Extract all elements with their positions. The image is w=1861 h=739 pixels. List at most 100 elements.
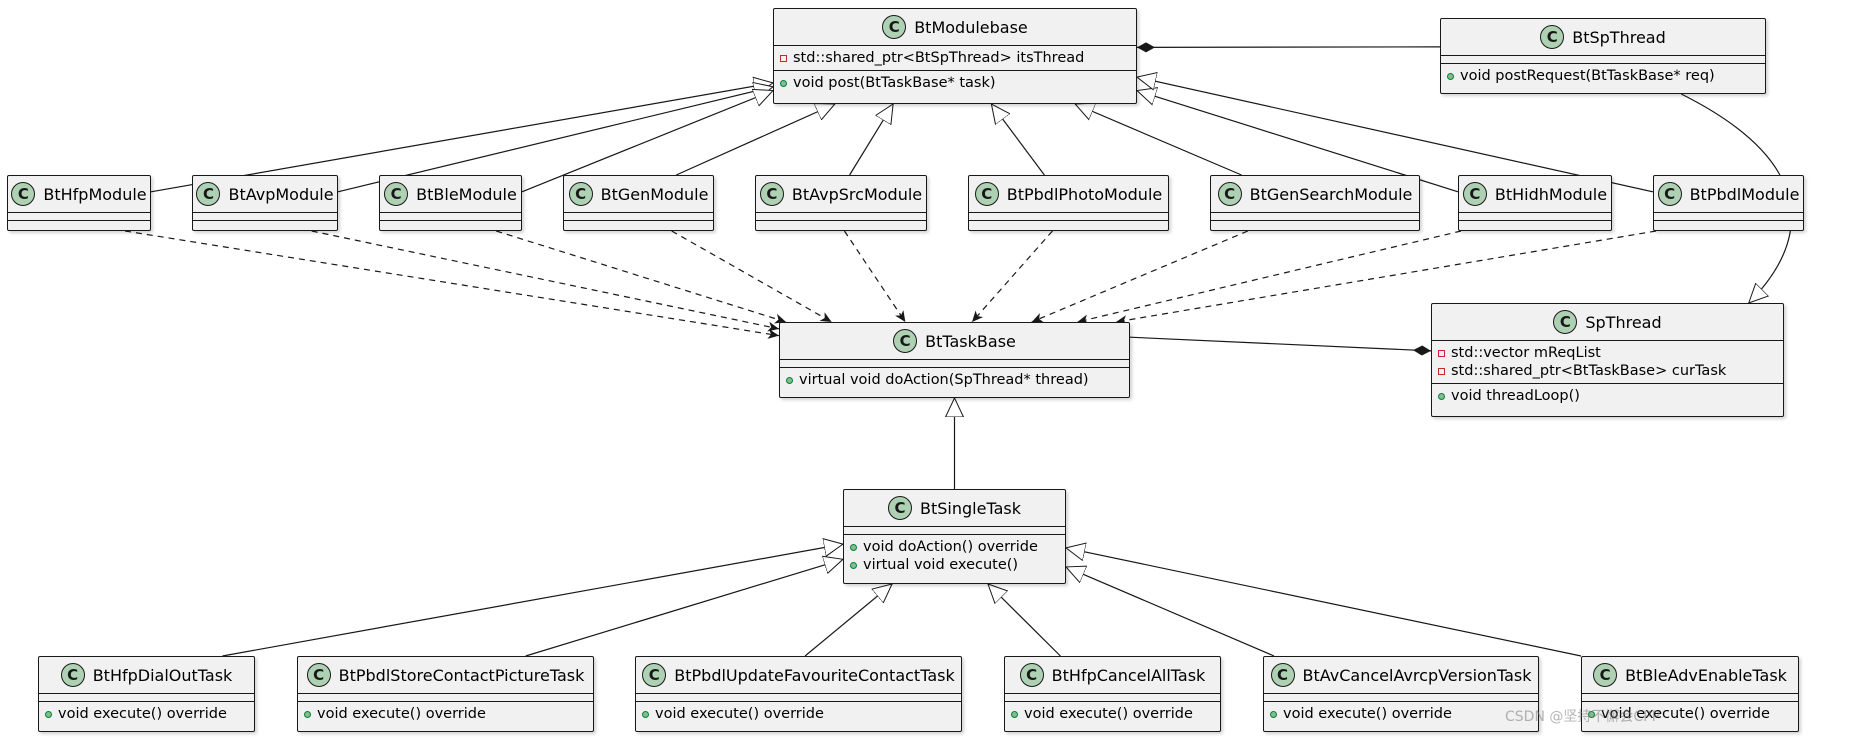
relation-extends-gen-modulebase [676,104,835,176]
public-visibility-icon [1588,710,1595,718]
attribute-section [39,693,254,701]
class-name: BtSpThread [1572,27,1666,47]
public-visibility-icon [850,543,857,551]
class-badge-icon: C [759,182,784,206]
class-badge-icon: C [882,15,907,39]
attribute-section [969,212,1168,220]
relation-uses-avp-taskbase [311,230,780,332]
private-visibility-icon [780,54,787,62]
relation-extends-bleadv-singletask [1066,548,1582,657]
public-visibility-icon [45,710,52,718]
method-row: void doAction() override [850,538,1059,556]
method-section [1211,220,1419,228]
method-row: void execute() override [1270,705,1532,723]
public-visibility-icon [304,710,311,718]
relation-uses-ble-taskbase [496,230,787,324]
class-badge-icon: C [11,182,36,206]
attribute-section: std::vector mReqList std::shared_ptr<BtT… [1432,340,1783,383]
attribute-section [298,693,593,701]
method-section: void execute() override [636,701,961,726]
attribute-row: std::shared_ptr<BtSpThread> itsThread [780,49,1130,67]
class-badge-icon: C [642,663,667,687]
class-name: BtPbdlUpdateFavouriteContactTask [674,665,955,685]
relation-extends-pbdlupdate-singletask [804,584,892,657]
public-visibility-icon [850,561,857,569]
relation-extends-hfp-modulebase [150,83,773,193]
class-badge-icon: C [568,182,593,206]
class-btmodulebase: C BtModulebase std::shared_ptr<BtSpThread… [773,8,1137,104]
public-visibility-icon [1438,392,1445,400]
relation-extends-hfpcancel-singletask [988,584,1061,657]
public-visibility-icon [1011,710,1018,718]
method-row: void execute() override [1588,705,1792,723]
relation-extends-hfpdial-singletask [222,544,843,657]
method-section [380,220,521,228]
class-badge-icon: C [1553,310,1578,334]
public-visibility-icon [1447,72,1454,80]
attribute-section: std::shared_ptr<BtSpThread> itsThread [774,45,1136,70]
class-badge-icon: C [60,663,85,687]
relation-uses-pbdl-taskbase [1115,230,1657,326]
method-section [1459,220,1611,228]
class-name: BtPbdlPhotoModule [1006,184,1163,204]
method-section: void execute() override [1005,701,1220,726]
method-section: void execute() override [1582,701,1798,726]
watermark: CSDN @坚持不懈会CPP [1505,709,1661,725]
relation-uses-hfp-taskbase [124,230,780,339]
class-name: BtAvpSrcModule [791,184,923,204]
attribute-section [1264,693,1538,701]
relation-uses-gen-taskbase [671,230,832,323]
class-spthread: C SpThread std::vector mReqList std::shar… [1431,303,1784,417]
method-section [1654,220,1803,228]
attribute-section [564,212,713,220]
method-section: void doAction() override virtual void ex… [844,534,1065,577]
method-row: void postRequest(BtTaskBase* req) [1447,67,1759,85]
public-visibility-icon [786,376,793,384]
attribute-section [1005,693,1220,701]
class-btpbdlphotomodule: C BtPbdlPhotoModule [968,175,1169,231]
relation-composition-taskbase-spthread [1129,336,1432,356]
class-badge-icon: C [1657,182,1682,206]
relation-extends-avpsrc-modulebase [849,104,894,176]
class-name: BtBleModule [416,184,517,204]
method-row: void execute() override [1011,705,1214,723]
class-badge-icon: C [1593,663,1618,687]
relation-extends-avp-modulebase [337,87,773,193]
class-name: BtAvCancelAvrcpVersionTask [1302,665,1532,685]
attribute-row: std::vector mReqList [1438,344,1777,362]
public-visibility-icon [1270,710,1277,718]
class-name: BtGenSearchModule [1249,184,1413,204]
class-btgensearchmodule: C BtGenSearchModule [1210,175,1420,231]
class-badge-icon: C [1217,182,1242,206]
class-badge-icon: C [1019,663,1044,687]
attribute-section [8,212,150,220]
method-section: void threadLoop() [1432,383,1783,408]
method-section [969,220,1168,228]
relation-extends-hidh-modulebase [1137,91,1459,193]
class-badge-icon: C [196,182,221,206]
class-badge-icon: C [974,182,999,206]
private-visibility-icon [1438,349,1445,357]
method-row: void threadLoop() [1438,387,1777,405]
attribute-section [636,693,961,701]
class-name: BtTaskBase [925,331,1016,351]
method-row: virtual void doAction(SpThread* thread) [786,371,1123,389]
public-visibility-icon [780,79,787,87]
attribute-section [1459,212,1611,220]
relation-extends-avcancel-singletask [1066,567,1275,657]
method-row: void execute() override [642,705,955,723]
class-name: SpThread [1585,312,1662,332]
class-btpbdlupdatefavouritecontacttask: C BtPbdlUpdateFavouriteContactTask void e… [635,656,962,732]
attribute-section [756,212,926,220]
class-name: BtPbdlStoreContactPictureTask [338,665,585,685]
class-name: BtModulebase [914,17,1028,37]
relation-extends-ble-modulebase [521,91,773,193]
